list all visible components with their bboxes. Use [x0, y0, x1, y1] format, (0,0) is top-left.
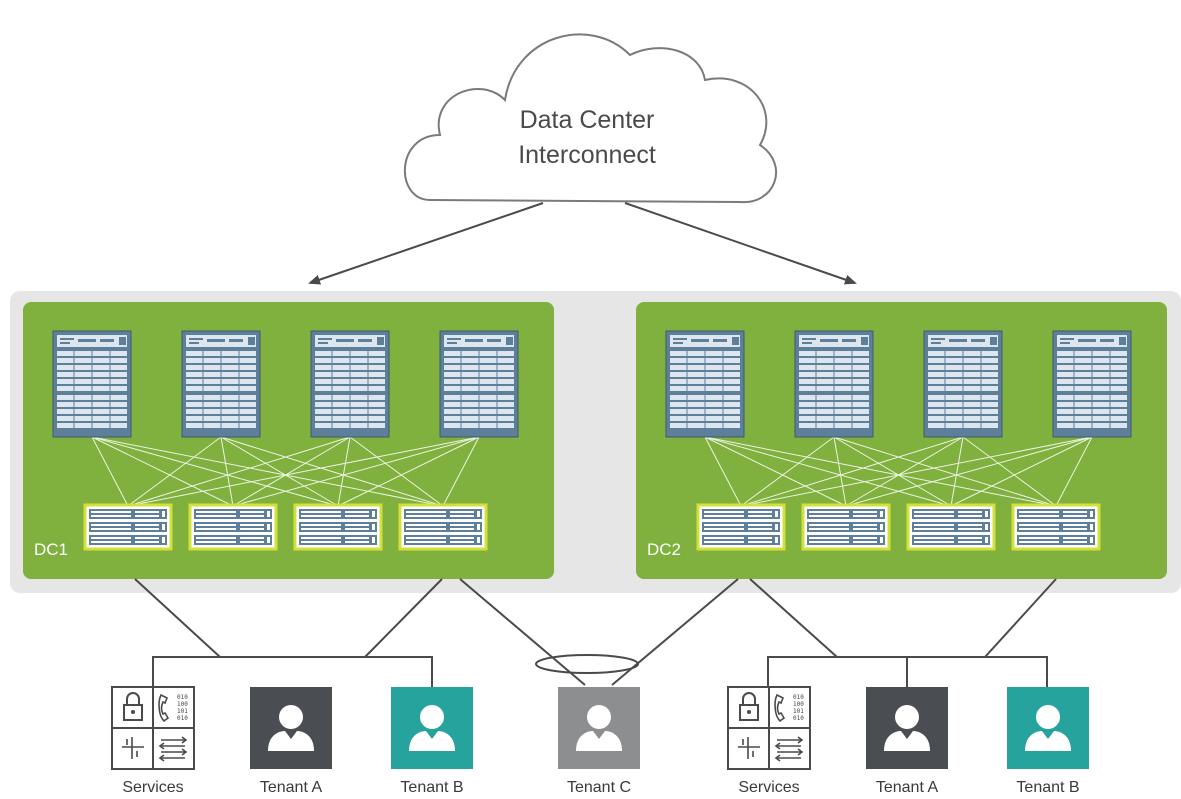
switch-icon [774, 736, 804, 762]
endpoint-label: Services [738, 779, 799, 796]
dc2-leaf-switch [906, 503, 996, 551]
dc1-spine-switch [181, 330, 261, 438]
dc2-leaf-switch [801, 503, 891, 551]
tenant-b-node-left: Tenant B [391, 687, 473, 796]
lag-bundle-ellipse [535, 654, 639, 674]
dc1-spine-switch [52, 330, 132, 438]
datacenter-dc1: DC1 [23, 302, 554, 579]
binary-text: 010 [793, 694, 804, 701]
dc2-spine-switch [923, 330, 1003, 438]
dc2-spine-switch [794, 330, 874, 438]
cloud: Data Center Interconnect [403, 33, 778, 204]
cloud-label-line2: Interconnect [518, 141, 656, 169]
router-icon [122, 737, 144, 759]
arrow-to-dc1 [308, 202, 544, 285]
dc2-spine-switch [665, 330, 745, 438]
dc1-leaf-switch [398, 503, 488, 551]
binary-text: 101 [177, 708, 188, 715]
dc1-label: DC1 [34, 540, 68, 559]
services-node-left: 010 100 101 010 Services [111, 686, 195, 796]
dc1-fabric-links [91, 436, 480, 507]
tenant-b-node-right: Tenant B [1007, 687, 1089, 796]
cloud-label-line1: Data Center [520, 106, 655, 134]
binary-text: 100 [793, 701, 804, 708]
router-icon [738, 737, 760, 759]
endpoint-label: Tenant B [400, 779, 463, 796]
dc1-spine-switch [310, 330, 390, 438]
endpoint-label: Tenant A [260, 779, 323, 796]
services-icon: 010 100 101 010 [727, 686, 811, 770]
tenant-a-node-right: Tenant A [866, 687, 948, 796]
tenant-c-node: Tenant C [558, 687, 640, 796]
switch-icon [158, 736, 188, 762]
binary-text: 010 [177, 694, 188, 701]
binary-text: 010 [793, 715, 804, 722]
dc1-leaf-switch [83, 503, 173, 551]
arrow-to-dc2 [624, 202, 857, 285]
binary-text: 100 [177, 701, 188, 708]
endpoint-label: Services [122, 779, 183, 796]
services-node-right: 010 100 101 010 Services [727, 686, 811, 796]
phone-icon [774, 693, 786, 723]
dc1-leaf-switch [293, 503, 383, 551]
binary-text: 101 [793, 708, 804, 715]
lock-icon [123, 704, 143, 721]
dc2-leaf-switch [1011, 503, 1101, 551]
services-icon: 010 100 101 010 [111, 686, 195, 770]
endpoint-label: Tenant A [876, 779, 939, 796]
endpoint-label: Tenant C [567, 779, 631, 796]
lock-icon [739, 704, 759, 721]
binary-text: 010 [177, 715, 188, 722]
dc2-label: DC2 [647, 540, 681, 559]
tenant-a-node-left: Tenant A [250, 687, 332, 796]
access-links [134, 578, 1057, 687]
phone-icon [158, 693, 170, 723]
datacenter-dc2: DC2 [636, 302, 1167, 579]
dc1-spine-switch [439, 330, 519, 438]
dc2-leaf-switch [696, 503, 786, 551]
endpoint-label: Tenant B [1016, 779, 1079, 796]
dc2-fabric-links [704, 436, 1093, 507]
cloud-shape [403, 33, 778, 204]
dc1-leaf-switch [188, 503, 278, 551]
dc2-spine-switch [1052, 330, 1132, 438]
